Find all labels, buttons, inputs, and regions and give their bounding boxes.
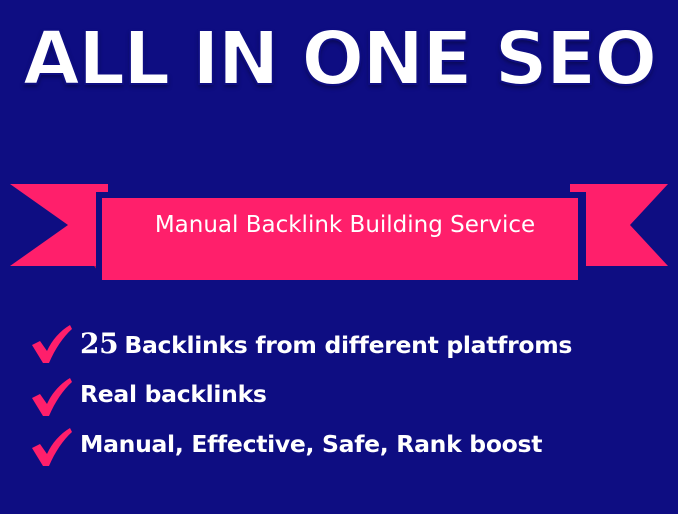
feature-label: Backlinks from different platfroms [124, 331, 573, 359]
feature-label: Manual, Effective, Safe, Rank boost [80, 430, 543, 458]
feature-item-manual: Manual, Effective, Safe, Rank boost [30, 426, 670, 468]
page-title: ALL IN ONE SEO [22, 16, 658, 102]
check-icon [32, 378, 72, 416]
ribbon-right-tail [570, 184, 668, 266]
ribbon-left-tail [10, 184, 108, 266]
ribbon-banner [10, 184, 668, 284]
feature-item-real: Real backlinks [30, 376, 670, 418]
check-icon [32, 325, 72, 363]
feature-label: Real backlinks [80, 380, 267, 408]
banner-text: Manual Backlink Building Service [154, 212, 536, 238]
check-icon [32, 428, 72, 466]
ribbon-band [102, 198, 578, 280]
backlink-count: 25 [80, 327, 119, 360]
